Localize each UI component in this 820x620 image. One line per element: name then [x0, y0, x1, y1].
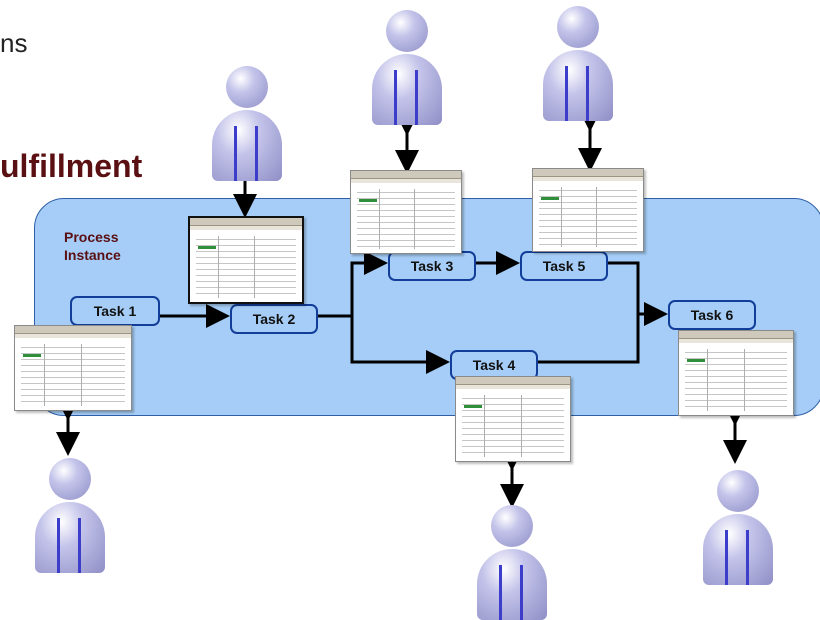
slide-heading-fragment: ns [0, 28, 28, 58]
task-6-box: Task 6 [668, 300, 756, 330]
arrow-task2-task4 [350, 316, 450, 374]
user-person-icon [477, 505, 547, 620]
user-person-icon [212, 66, 282, 181]
user-person-icon [703, 470, 773, 585]
process-instance-label: Process Instance [64, 229, 121, 263]
user-person-icon [372, 10, 442, 125]
user-person-icon [35, 458, 105, 573]
user-person-icon [543, 6, 613, 121]
task-1-screen-thumbnail [14, 325, 132, 411]
arrow-task5-task6 [608, 261, 668, 326]
task-3-box: Task 3 [388, 251, 476, 281]
task-2-screen-thumbnail [188, 216, 304, 304]
task-5-box: Task 5 [520, 251, 608, 281]
task-4-screen-thumbnail [455, 376, 571, 462]
arrow-task4-task6 [538, 314, 640, 364]
task-6-screen-thumbnail [678, 330, 794, 416]
arrow-task2-task3 [318, 251, 388, 318]
task-4-box: Task 4 [450, 350, 538, 380]
task-5-screen-thumbnail [532, 168, 644, 252]
task-1-box: Task 1 [70, 296, 160, 326]
slide-title-fragment: ulfillment [0, 148, 143, 184]
task-3-screen-thumbnail [350, 170, 462, 254]
task-2-box: Task 2 [230, 304, 318, 334]
